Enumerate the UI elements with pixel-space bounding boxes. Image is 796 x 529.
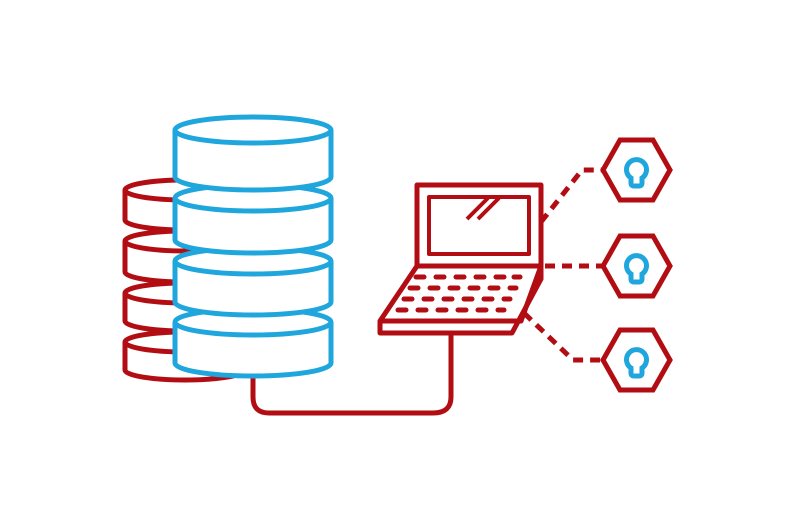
laptop-screen-glare-2 bbox=[476, 196, 501, 221]
keyhole-hexagon-1 bbox=[600, 137, 673, 203]
connector-to-keyhole-3 bbox=[522, 311, 603, 363]
laptop-icon bbox=[377, 182, 544, 336]
laptop-key-connectors bbox=[522, 167, 603, 363]
keyhole-hexagon-2 bbox=[600, 233, 673, 299]
keyhole-icon bbox=[624, 347, 649, 379]
laptop-screen-glare bbox=[465, 196, 490, 221]
front-database-disk-1 bbox=[172, 130, 334, 193]
laptop-keys bbox=[395, 274, 523, 313]
hexagon-2-outline bbox=[600, 233, 673, 299]
laptop-keyboard-deck bbox=[377, 263, 544, 324]
front-database-icon bbox=[172, 114, 334, 379]
laptop-base-front bbox=[377, 266, 544, 336]
front-database-disk-1-top bbox=[172, 114, 334, 146]
database-laptop-cable bbox=[250, 335, 454, 416]
keyhole-hexagon-3 bbox=[600, 327, 673, 393]
laptop-screen bbox=[427, 195, 531, 256]
hexagon-1-outline bbox=[600, 137, 673, 203]
hexagon-3-outline bbox=[600, 327, 673, 393]
connector-to-keyhole-1 bbox=[539, 167, 603, 224]
keyhole-icon bbox=[624, 253, 649, 285]
keyhole-icon bbox=[624, 157, 649, 189]
